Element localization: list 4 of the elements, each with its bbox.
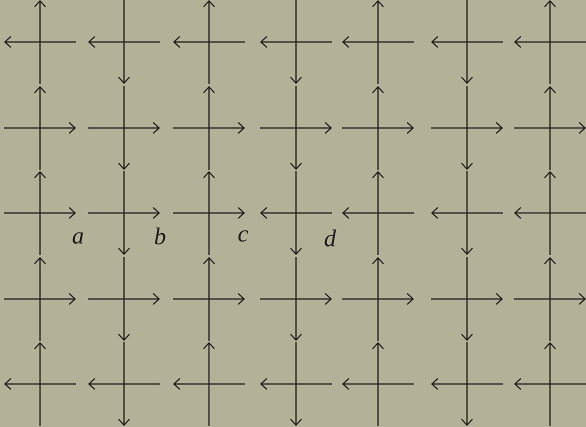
letter-label: d <box>324 230 336 246</box>
letter-label: a <box>72 232 84 244</box>
letter-label: b <box>154 228 166 244</box>
letter-label: c <box>238 230 248 242</box>
